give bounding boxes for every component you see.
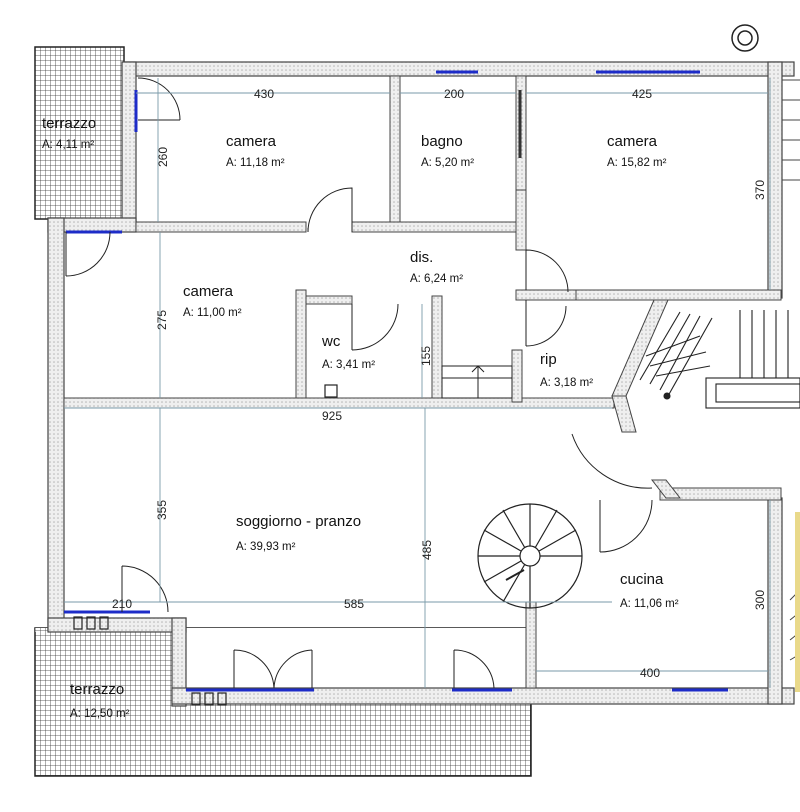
room-rip-name: rip <box>540 351 557 368</box>
room-soggiorno-area: A: 39,93 m² <box>236 541 296 553</box>
room-dis-name: dis. <box>410 249 433 266</box>
terrace-top-left <box>34 46 125 220</box>
dim-925: 925 <box>322 409 342 423</box>
outer-walls <box>47 61 795 707</box>
room-camera-3-name: camera <box>183 283 234 300</box>
room-camera-1-name: camera <box>226 133 277 150</box>
room-terrazzo-bottom-area: A: 12,50 m² <box>70 708 130 720</box>
room-wc-area: A: 3,41 m² <box>322 359 375 371</box>
dim-585: 585 <box>344 597 364 611</box>
room-terrazzo-bottom-name: terrazzo <box>70 681 124 698</box>
vent-box <box>324 384 338 398</box>
room-dis-area: A: 6,24 m² <box>410 273 463 285</box>
dim-430: 430 <box>254 87 274 101</box>
dim-155: 155 <box>419 346 433 366</box>
dim-260: 260 <box>156 147 170 167</box>
railing-marks <box>73 616 227 706</box>
room-camera-3-area: A: 11,00 m² <box>183 307 242 319</box>
windows <box>64 70 728 692</box>
stair-wall-diagonal-2 <box>611 395 637 433</box>
room-camera-2-name: camera <box>607 133 658 150</box>
main-staircase <box>639 310 800 409</box>
stair-wall-diagonal-3 <box>650 479 682 499</box>
dim-425: 425 <box>632 87 652 101</box>
room-bagno-name: bagno <box>421 133 463 150</box>
circle-marker <box>731 24 759 52</box>
dim-210: 210 <box>112 597 132 611</box>
dim-355: 355 <box>155 500 169 520</box>
dim-485: 485 <box>420 540 434 560</box>
yellow-edge-right <box>795 512 800 692</box>
room-camera-1-area: A: 11,18 m² <box>226 157 285 169</box>
room-soggiorno-name: soggiorno - pranzo <box>236 513 361 530</box>
room-cucina-name: cucina <box>620 571 664 588</box>
room-bagno-area: A: 5,20 m² <box>421 157 474 169</box>
step-block <box>441 365 513 399</box>
room-terrazzo-top-area: A: 4,11 m² <box>42 139 94 151</box>
room-terrazzo-top-name: terrazzo <box>42 115 96 132</box>
room-cucina-area: A: 11,06 m² <box>620 598 679 610</box>
dim-300: 300 <box>753 590 767 610</box>
doors <box>65 77 653 689</box>
dim-275: 275 <box>155 310 169 330</box>
dimension-lines <box>64 78 771 688</box>
stair-wall-diagonal <box>611 299 669 397</box>
spiral-staircase <box>477 503 583 609</box>
dim-370: 370 <box>753 180 767 200</box>
dim-200: 200 <box>444 87 464 101</box>
room-wc-name: wc <box>321 333 341 350</box>
room-rip-area: A: 3,18 m² <box>540 377 593 389</box>
room-camera-2-area: A: 15,82 m² <box>607 157 667 169</box>
dim-400: 400 <box>640 666 660 680</box>
